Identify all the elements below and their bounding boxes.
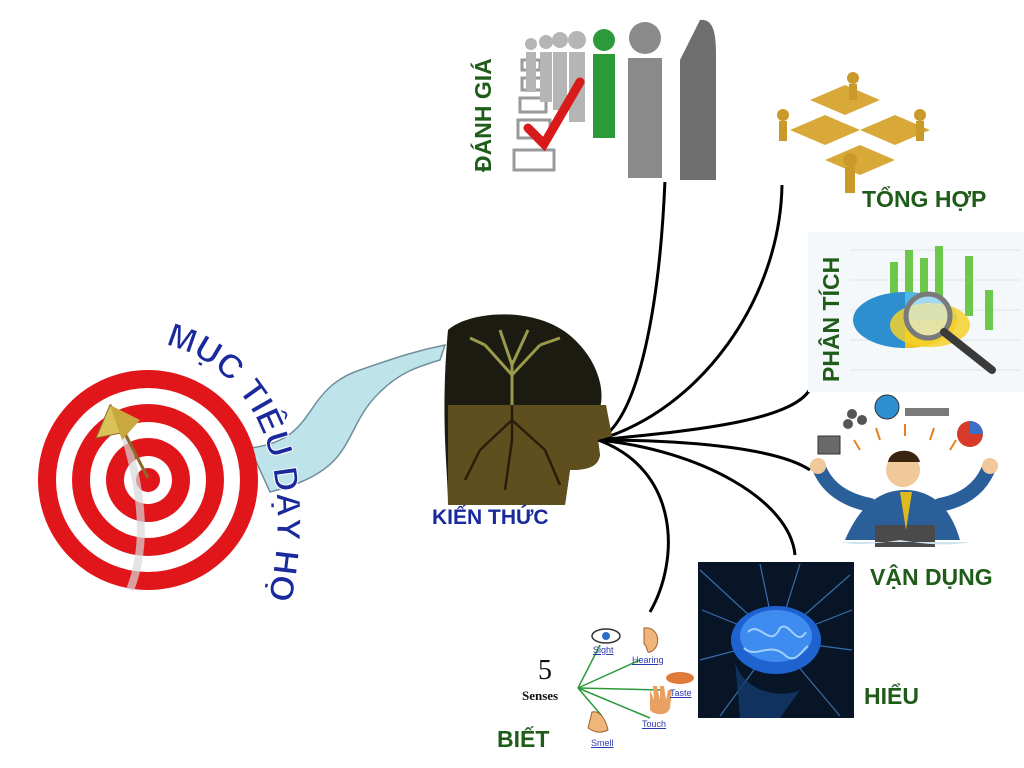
senses-count: 5 bbox=[538, 655, 552, 686]
nose-icon bbox=[587, 711, 609, 733]
node-van-dung-label: VẬN DỤNG bbox=[870, 564, 993, 590]
ear-icon bbox=[643, 627, 659, 653]
application-image bbox=[810, 394, 998, 547]
connector-hieu bbox=[597, 438, 797, 556]
senses-image bbox=[577, 627, 694, 733]
synthesis-image bbox=[777, 72, 930, 193]
eye-icon bbox=[591, 628, 621, 644]
lips-icon bbox=[666, 672, 694, 684]
node-biet-label: BIẾT bbox=[497, 726, 550, 752]
sense-touch: Touch bbox=[642, 719, 667, 729]
sense-hearing: Hearing bbox=[632, 655, 664, 665]
sense-sight: Sight bbox=[593, 645, 614, 655]
analysis-image bbox=[808, 232, 1024, 392]
ribbon-connector bbox=[248, 344, 447, 493]
target-icon bbox=[38, 370, 258, 592]
connector-danh-gia bbox=[597, 179, 667, 442]
connector-van-dung bbox=[597, 438, 811, 472]
node-danh-gia-label: ĐÁNH GIÁ bbox=[470, 58, 496, 172]
head-tree-icon bbox=[444, 314, 612, 505]
connector-phan-tich bbox=[597, 384, 814, 442]
node-hieu-label: HIỂU bbox=[864, 683, 919, 709]
evaluation-image bbox=[500, 10, 716, 182]
connector-tong-hop bbox=[597, 184, 784, 442]
node-phan-tich-label: PHÂN TÍCH bbox=[818, 256, 844, 382]
connector-biet bbox=[597, 438, 670, 613]
sense-taste: Taste bbox=[670, 688, 692, 698]
understanding-image bbox=[698, 562, 854, 718]
hand-icon bbox=[650, 686, 672, 715]
center-label: KIẾN THỨC bbox=[432, 506, 549, 529]
senses-word: Senses bbox=[522, 688, 559, 703]
sense-smell: Smell bbox=[591, 738, 614, 748]
node-tong-hop-label: TỔNG HỢP bbox=[862, 186, 987, 212]
